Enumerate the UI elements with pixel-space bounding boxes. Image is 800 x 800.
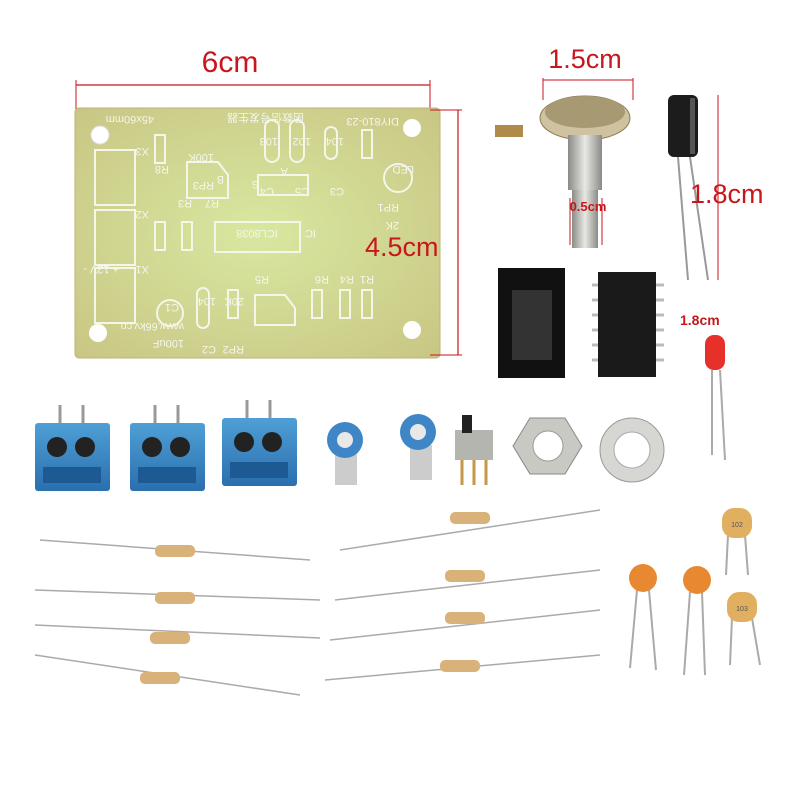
cap-102-label: 102 [731,522,743,529]
ceramic-capacitors: 102 103 [629,508,761,676]
pcb-rp3-value: 100K [188,151,214,163]
pcb-c4-value: 103 [260,135,278,147]
dimension-pcb-width: 6cm [75,46,431,110]
pcb-switch-a: A [280,165,288,177]
terminal-block [222,400,297,486]
pcb-switch-label: S [252,178,259,190]
pcb-model: DIY810-23 [346,115,399,127]
electrolytic-capacitor: 1.8cm [668,95,764,281]
capacitor-height-label: 1.8cm [690,179,764,209]
pcb-r4: R4 [340,273,354,285]
red-led: 1.8cm [680,312,726,461]
pcb-title: 函数信号发生器 [227,111,304,125]
pcb-ic-label: IC [305,227,316,239]
resistors [34,509,601,696]
pcb-r5: R5 [255,273,269,285]
resistor-bodies [140,512,490,684]
terminal-block [130,405,205,491]
led-height-label: 1.8cm [680,312,720,328]
dimension-pcb-height: 4.5cm [365,109,462,356]
pcb-x1: X1 [136,263,149,275]
pcb-board: ICL8038 IC 20K RP2 100K RP3 RP1 2K S A B… [74,107,441,359]
pcb-r1: R1 [360,273,374,285]
pcb-c3: C3 [330,185,344,197]
trimpot [400,414,436,480]
pcb-chip-label: ICL8038 [236,227,278,239]
pcb-rp1-label: RP1 [378,201,399,213]
trimpot [327,422,363,485]
ic-outline [214,221,301,253]
pcb-c5-value: 102 [293,135,311,147]
pcb-c4: C4 [260,185,274,197]
terminal-blocks [35,400,297,491]
pcb-r3: R3 [178,197,192,209]
pcb-power-label: + 12V - [83,263,119,275]
pcb-rp2-label: RP2 [223,343,244,355]
pcb-c1: C1 [165,301,179,313]
pcb-c3-value: 104 [326,135,344,147]
pcb-rp3-label: RP3 [193,179,214,191]
pcb-led-label: LED [393,163,414,175]
pcb-rp1-value: 2K [385,219,399,231]
pcb-r7: R7 [205,197,219,209]
pot-width-label: 1.5cm [548,44,622,74]
pcb-r6: R6 [315,273,329,285]
washer [599,417,665,483]
hex-nut [512,417,583,475]
height-label: 4.5cm [365,232,439,262]
terminal-block [35,405,110,491]
pcb-c5: C5 [295,185,309,197]
potentiometer: 1.5cm 0.5cm [495,44,634,248]
pcb-r8: R8 [155,163,169,175]
cap-103-label: 103 [736,606,748,613]
pcb-x3: X3 [136,145,149,157]
pcb-url: www.66kv.cn [121,320,185,332]
pot-shaft-label: 0.5cm [570,199,607,214]
pcb-c2: C2 [202,343,216,355]
icl8038-chip [592,272,664,377]
pcb-switch-b: B [217,173,224,185]
pcb-x2: X2 [136,208,149,220]
slide-switch [455,415,493,485]
pcb-c2-value: 104 [198,295,216,307]
pcb-rp2-value: 20K [224,295,244,307]
width-label: 6cm [202,46,259,79]
pcb-size: 45x60mm [106,113,154,125]
pcb-c1-value: 100uF [153,337,184,349]
ic-socket [498,268,565,378]
